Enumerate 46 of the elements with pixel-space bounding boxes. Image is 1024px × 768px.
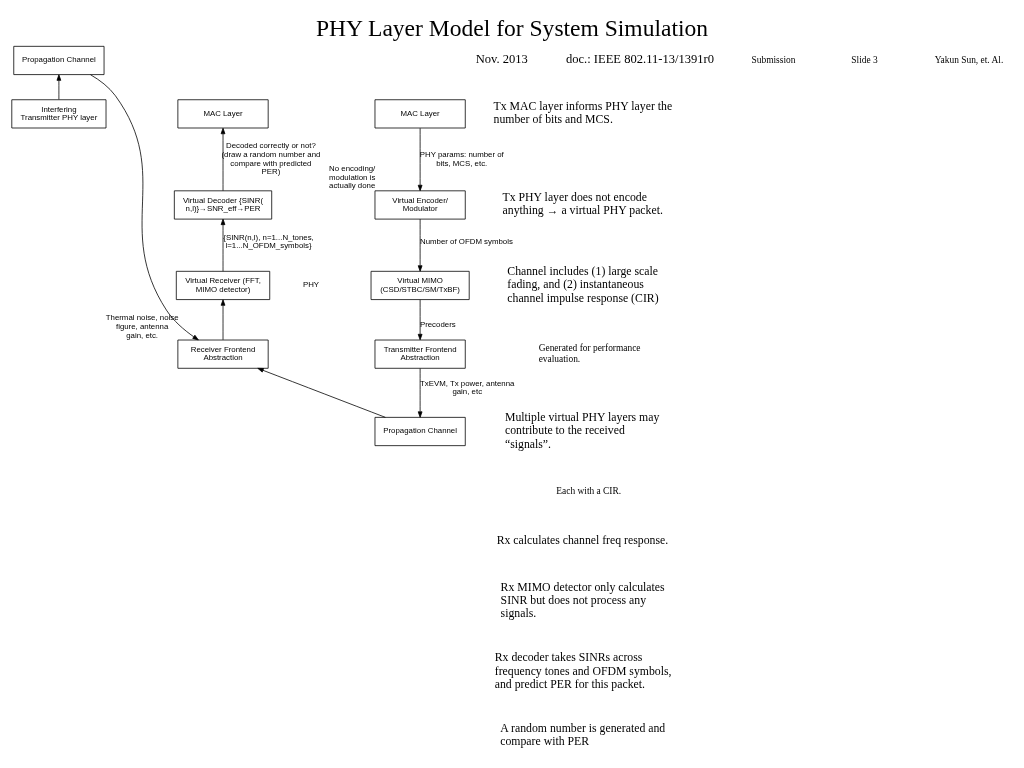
arrow <box>417 218 423 272</box>
label: Yakun Sun, et. Al. <box>934 54 1004 65</box>
node-box: Virtual Encoder/ Modulator <box>374 190 466 220</box>
arrow <box>90 74 199 341</box>
label: A random number is generated and compare with PER <box>500 721 666 749</box>
node-box: Transmitter Frontend Abstraction <box>374 339 466 369</box>
label: Submission <box>751 54 796 65</box>
node-box: Propagation Channel <box>13 45 105 75</box>
label: Multiple virtual PHY layers may contribute to the received “signals”. <box>504 410 660 451</box>
node-box: MAC Layer <box>374 99 466 129</box>
node-box: Interfering Transmitter PHY layer <box>11 99 107 129</box>
edge-label: {SINR(n,l), n=1...N_tones, l=1...N_OFDM_symbols} <box>223 232 314 251</box>
label: Generated for performance evaluation. <box>538 343 641 364</box>
node-label: No encoding/ modulation is actually done <box>329 164 376 191</box>
edge-label: TxEVM, Tx power, antenna gain, etc <box>420 378 515 397</box>
arrow <box>220 218 226 272</box>
label: doc.: IEEE 802.11-13/1391r0 <box>566 52 714 67</box>
node-box: Receiver Frontend Abstraction <box>177 339 269 369</box>
arrow <box>220 127 226 192</box>
label: Rx calculates channel freq response. <box>496 533 669 547</box>
label: Channel includes (1) large scale fading, and (2) instantaneous channel impulse response (CIR) <box>507 264 659 305</box>
label: Nov. 2013 <box>475 52 528 67</box>
node-box: Propagation Channel <box>374 416 466 447</box>
label: Rx decoder takes SINRs across frequency tones and OFDM symbols, and predict PER for this packet. <box>494 651 672 691</box>
diagram-title: PHY Layer Model for System Simulation <box>315 15 709 42</box>
label: Tx PHY layer does not encode anything → a virtual PHY packet. <box>502 191 663 218</box>
arrow <box>56 74 62 100</box>
edge-label: Decoded correctly or not? (draw a random number and compare with predicted PER) <box>221 141 321 177</box>
arrow <box>257 367 386 418</box>
node-box: MAC Layer <box>177 99 269 129</box>
node-box: Virtual Decoder {SINR(n,l)}→SNR_eff→PER <box>173 190 273 220</box>
edge-label: Precoders <box>419 319 456 329</box>
edge-label: Number of OFDM symbols <box>420 236 513 246</box>
label: Slide 3 <box>851 54 878 65</box>
arrow <box>220 299 226 341</box>
edge-label: PHY params: number of bits, MCS, etc. <box>419 150 504 168</box>
node-box: Virtual MIMO (CSD/STBC/SM/TxBF) <box>370 270 470 300</box>
arrow <box>417 368 423 418</box>
node-label: Thermal noise, noise figure, antenna gain, etc. <box>105 313 179 340</box>
label: Rx MIMO detector only calculates SINR but does not process any signals. <box>500 580 665 621</box>
node-box: Virtual Receiver (FFT, MIMO detector) <box>175 270 271 300</box>
label: PHY <box>302 280 320 290</box>
arrow <box>417 127 423 192</box>
label: Tx MAC layer informs PHY layer the number of bits and MCS. <box>493 99 673 127</box>
label: Each with a CIR. <box>556 486 622 497</box>
arrow <box>417 299 423 341</box>
